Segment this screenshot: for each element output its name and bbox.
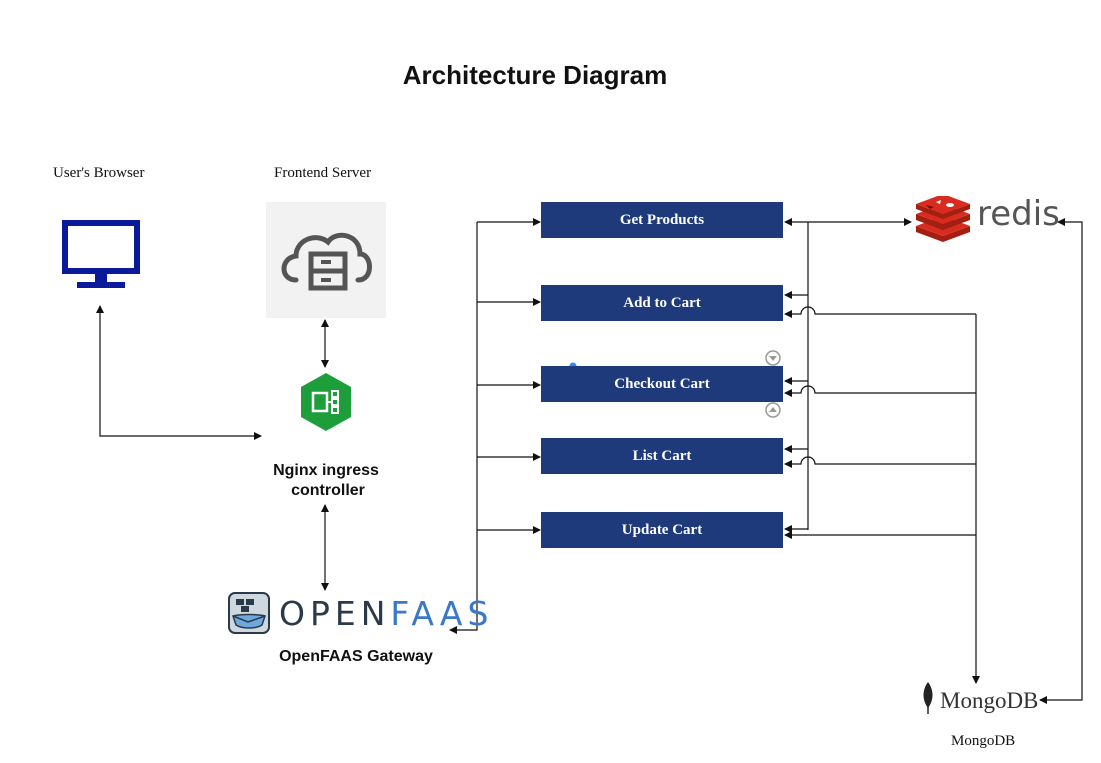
redis-mongo-link <box>1039 218 1083 704</box>
function-box-add-to-cart[interactable]: Add to Cart <box>541 285 783 321</box>
function-box-checkout-cart[interactable]: Checkout Cart <box>541 366 783 402</box>
nginx-label-line1: Nginx ingress <box>273 462 379 479</box>
openfaas-logo-faas: FAAS <box>390 594 494 633</box>
frontend-label: Frontend Server <box>274 165 372 181</box>
gateway-bus <box>449 222 478 634</box>
openfaas-whale-icon <box>228 592 270 634</box>
cloud-server-icon <box>266 202 386 318</box>
diagram-title: Architecture Diagram <box>402 60 668 90</box>
function-box-get-products[interactable]: Get Products <box>541 202 783 238</box>
mongo-to-checkout <box>784 385 976 397</box>
mongo-to-list <box>784 456 976 468</box>
mongodb-leaf-icon <box>920 682 936 714</box>
openfaas-logo-open: OPEN <box>279 594 391 633</box>
browser-nginx-link <box>96 305 262 440</box>
nginx-hexagon-icon <box>298 371 354 433</box>
function-box-list-cart[interactable]: List Cart <box>541 438 783 474</box>
mongodb-logo-text: MongoDB <box>940 688 1039 713</box>
nginx-label-line2: controller <box>291 482 365 499</box>
openfaas-logo-text: OPENFAAS <box>279 594 493 633</box>
redis-cube-icon <box>914 194 972 242</box>
mongodb-label: MongoDB <box>951 733 1016 749</box>
selection-handles <box>568 350 781 418</box>
mongo-to-add <box>784 306 976 318</box>
gateway-label: OpenFAAS Gateway <box>279 648 433 665</box>
redis-logo-text: redis <box>977 194 1060 234</box>
function-box-update-cart[interactable]: Update Cart <box>541 512 783 548</box>
monitor-icon <box>62 220 142 292</box>
browser-label: User's Browser <box>53 165 145 181</box>
